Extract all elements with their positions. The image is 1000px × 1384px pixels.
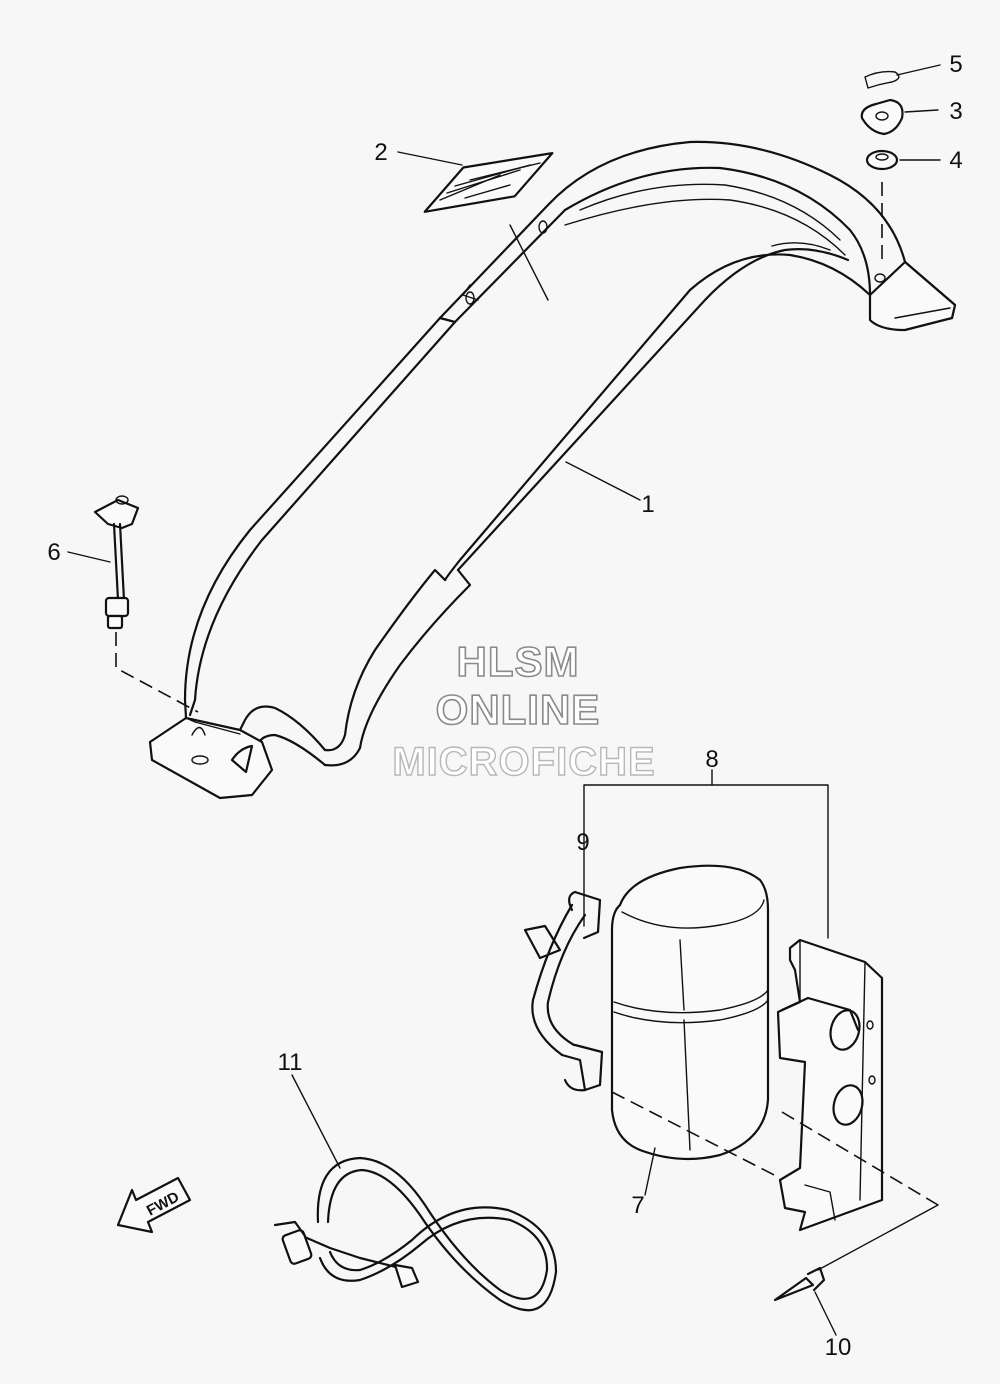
callout-10: 10 <box>825 1334 852 1361</box>
callout-9: 9 <box>576 829 589 856</box>
washer-part <box>865 149 899 171</box>
watermark-line-2: ONLINE <box>436 686 601 733</box>
leader-lines <box>67 64 941 1336</box>
tank-part <box>610 864 770 1161</box>
callout-8: 8 <box>705 746 718 773</box>
watermark-line-3: MICROFICHE <box>392 740 655 784</box>
fwd-arrow-icon: FWD <box>116 1176 192 1234</box>
cotter-pin-part <box>864 70 900 89</box>
callout-6: 6 <box>47 539 60 566</box>
strap-part <box>523 890 604 1092</box>
fender-part <box>148 140 957 800</box>
watermark: HLSM ONLINE MICROFICHE <box>392 637 656 785</box>
rivet-part <box>773 1266 826 1302</box>
callout-2: 2 <box>374 139 387 166</box>
decal-part <box>423 152 554 213</box>
callout-4: 4 <box>949 147 962 174</box>
watermark-line-1: HLSM <box>457 638 580 685</box>
callout-labels: 1 2 3 4 5 6 7 8 9 10 11 <box>47 51 962 1361</box>
assembly-lines <box>611 1091 939 1271</box>
callout-1: 1 <box>641 491 654 518</box>
callout-11: 11 <box>278 1049 303 1076</box>
callout-3: 3 <box>949 98 962 125</box>
bolt-axis-line <box>115 632 199 713</box>
bolt-rod-part <box>93 495 140 630</box>
wire-harness-part <box>273 1156 558 1312</box>
decal-pointer-line <box>509 224 549 301</box>
callout-5: 5 <box>949 51 962 78</box>
callout-7: 7 <box>631 1192 644 1219</box>
bracket-part <box>776 938 884 1232</box>
wing-nut-part <box>860 98 904 136</box>
